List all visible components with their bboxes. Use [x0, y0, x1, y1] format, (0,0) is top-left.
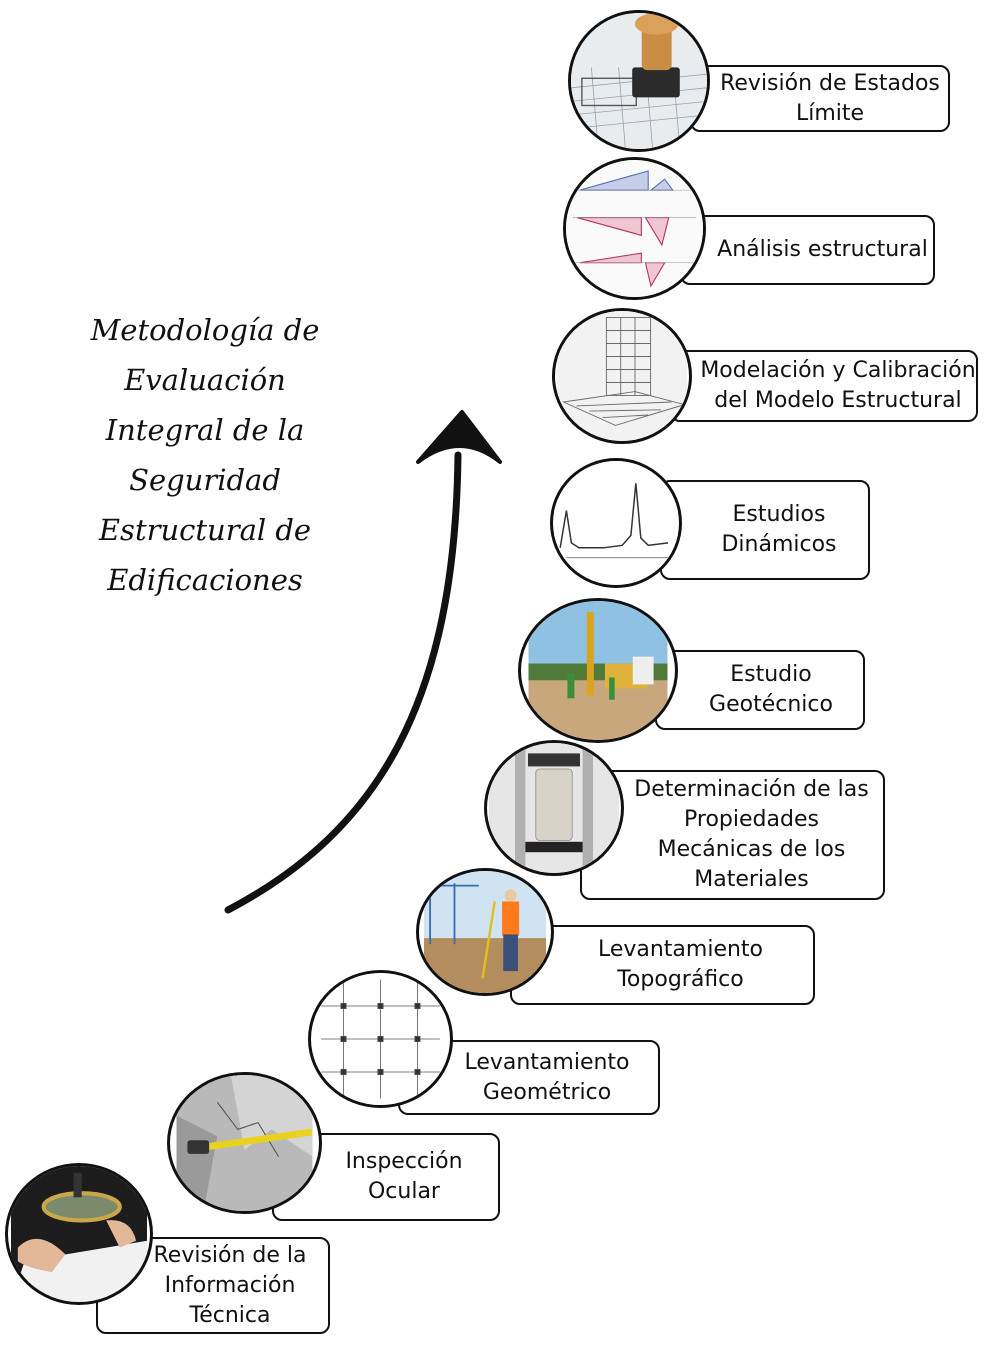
step-box-geotechnical: Estudio Geotécnico [655, 650, 865, 730]
title-line: Metodología de [90, 313, 320, 347]
step-label: Levantamiento Topográfico [597, 937, 764, 992]
step-box-geometric-survey: Levantamiento Geométrico [398, 1040, 660, 1115]
3d-structural-model-image [552, 308, 692, 444]
step-label: Estudio Geotécnico [709, 662, 833, 717]
concrete-cylinder-test-image [484, 740, 624, 876]
step-label: Análisis estructural [717, 237, 928, 262]
step-box-material-properties: Determinación de las Propiedades Mecánic… [580, 770, 885, 900]
surveyor-image [416, 868, 554, 996]
diagram-title: Metodología de Evaluación Integral de la… [60, 305, 350, 605]
title-line: Seguridad [129, 463, 281, 497]
step-label: Revisión de Estados Límite [720, 70, 940, 126]
step-box-topographic-survey: Levantamiento Topográfico [510, 925, 815, 1005]
step-label: Determinación de las Propiedades Mecánic… [634, 777, 869, 892]
step-label: Modelación y Calibración del Modelo Estr… [700, 358, 976, 413]
measuring-tape-inspection-image [167, 1072, 322, 1214]
title-line: Edificaciones [107, 563, 303, 597]
step-label: Inspección Ocular [345, 1149, 463, 1204]
step-box-limit-states: Revisión de Estados Límite [690, 65, 950, 132]
step-box-structural-analysis: Análisis estructural [680, 215, 935, 285]
drilling-rig-image [518, 598, 678, 743]
floor-plan-image [308, 970, 453, 1108]
frequency-spectrum-image [550, 458, 682, 588]
step-label: Levantamiento Geométrico [464, 1049, 630, 1105]
rubber-stamp-image [568, 10, 710, 152]
title-line: Estructural de [98, 513, 312, 547]
title-line: Integral de la [105, 413, 305, 447]
moment-diagrams-image [563, 157, 706, 300]
magnifying-glass-image [5, 1163, 153, 1305]
step-label: Estudios Dinámicos [721, 502, 837, 557]
title-line: Evaluación [124, 363, 286, 397]
step-label: Revisión de la Información Técnica [153, 1242, 307, 1328]
step-box-dynamic-studies: Estudios Dinámicos [660, 480, 870, 580]
step-box-model-calibration: Modelación y Calibración del Modelo Estr… [670, 350, 978, 422]
